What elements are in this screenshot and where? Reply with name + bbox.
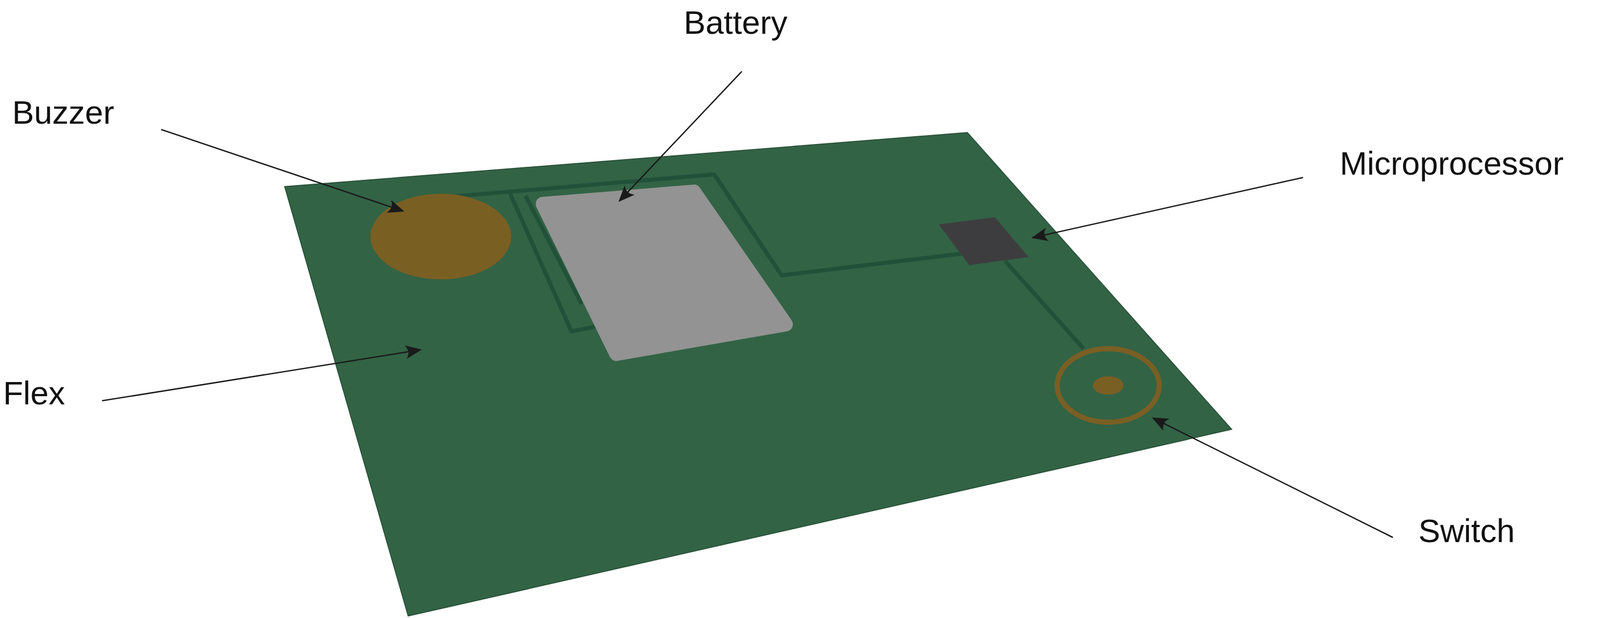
microprocessor-chip <box>939 217 1029 266</box>
leader-lines <box>101 71 1393 538</box>
part-label: Battery <box>683 3 788 42</box>
switch-dot <box>1092 376 1124 395</box>
part-label: Flex <box>3 374 65 412</box>
flex-board <box>284 132 1232 616</box>
part-label: Microprocessor <box>1339 144 1564 182</box>
battery-cell <box>543 191 786 354</box>
part-label: Switch <box>1418 511 1515 550</box>
switch-ring <box>1056 348 1159 422</box>
part-label: Buzzer <box>12 93 115 131</box>
